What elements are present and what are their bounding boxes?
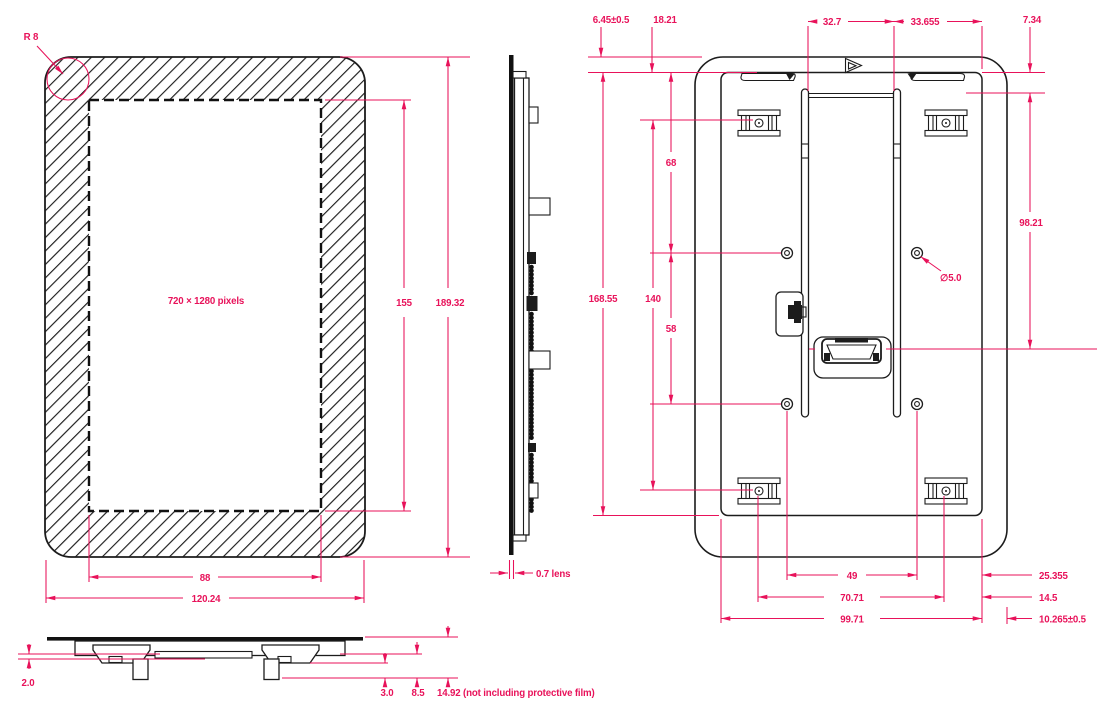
dim-screen-width: 88 xyxy=(88,515,322,584)
dim-label-9971: 99.71 xyxy=(840,615,864,626)
dim-label-155: 155 xyxy=(396,298,412,309)
dim-flange-gap: 2.0 xyxy=(21,644,35,689)
dim-total-depth: 14.92 (not including protective film) xyxy=(437,626,595,699)
back-slot-right xyxy=(907,72,966,82)
dim-label-9821: 98.21 xyxy=(1019,218,1043,229)
orientation-arrow xyxy=(844,57,863,74)
dim-hole-spacing-v: 58 xyxy=(666,253,677,404)
dim-body-depth: 8.5 xyxy=(411,642,425,699)
dim-rail-to-edge: 33.655 xyxy=(894,17,983,69)
back-slot-left xyxy=(740,72,796,82)
dim-panel-height: 168.55 xyxy=(589,72,618,516)
dim-rail-span: 32.7 xyxy=(807,17,895,91)
dim-rail-to-port: 98.21 xyxy=(1019,93,1044,349)
bottom-channel xyxy=(154,650,253,659)
screen-resolution-label: 720 × 1280 pixels xyxy=(168,296,244,307)
camera-box xyxy=(775,291,807,337)
dim-label-25355: 25.355 xyxy=(1039,571,1068,582)
dim-label-33655: 33.655 xyxy=(911,17,940,28)
front-view: 720 × 1280 pixels R 8 155 189.32 88 xyxy=(24,32,470,605)
dim-label-58: 58 xyxy=(666,324,677,335)
screw-hole-bottom-left xyxy=(780,397,794,411)
docking-connector xyxy=(813,336,892,379)
dim-label-lens: 0.7 lens xyxy=(536,569,570,580)
front-screen xyxy=(87,98,323,513)
dim-label-189: 189.32 xyxy=(436,298,465,309)
dim-overall-width: 120.24 xyxy=(45,560,365,605)
dim-hole-to-edge: 25.355 xyxy=(982,571,1069,582)
dim-label-7071: 70.71 xyxy=(840,593,864,604)
dim-label-10265: 10.265±0.5 xyxy=(1039,615,1087,626)
dim-label-88: 88 xyxy=(200,573,211,584)
back-dims: 6.45±0.5 18.21 168.55 140 68 xyxy=(588,15,1097,626)
dim-bracket-span-v: 140 xyxy=(645,120,661,490)
bottom-leg-left xyxy=(132,658,149,681)
side-tab-2 xyxy=(528,197,551,216)
dim-edge-step: 7.34 xyxy=(1023,15,1042,73)
dim-label-1492: 14.92 (not including protective film) xyxy=(437,688,595,699)
rail-right xyxy=(892,88,902,418)
dim-label-dia: ∅5.0 xyxy=(940,273,961,284)
dim-label-645: 6.45±0.5 xyxy=(593,15,630,26)
dim-hole-diameter: ∅5.0 xyxy=(920,256,961,284)
side-tab-1 xyxy=(528,106,539,124)
dim-label-734: 7.34 xyxy=(1023,15,1042,26)
dim-bracket-to-edge: 14.5 xyxy=(982,593,1058,604)
dim-label-49: 49 xyxy=(847,571,858,582)
dim-label-120: 120.24 xyxy=(192,594,221,605)
bottom-view: 2.0 3.0 8.5 14.92 (not including protect… xyxy=(18,626,595,699)
bottom-dims: 2.0 3.0 8.5 14.92 (not including protect… xyxy=(18,626,595,699)
side-glass xyxy=(509,55,514,555)
dim-screen-height: 155 xyxy=(325,99,413,512)
dim-overall-height: 189.32 xyxy=(340,56,470,558)
dim-top-to-hole: 68 xyxy=(666,72,677,253)
dim-label-85: 8.5 xyxy=(411,688,425,699)
dim-corner-radius: R 8 xyxy=(24,32,90,101)
bottom-leg-right xyxy=(263,658,280,681)
side-tab-3 xyxy=(528,350,551,370)
side-tab-4 xyxy=(528,482,539,499)
dim-bracket-span-h: 70.71 xyxy=(758,593,944,604)
dim-label-r8: R 8 xyxy=(24,32,39,43)
side-view: 0.7 lens xyxy=(490,55,570,580)
dim-label-68: 68 xyxy=(666,158,677,169)
screw-hole-bottom-right xyxy=(910,397,924,411)
dim-label-20: 2.0 xyxy=(21,678,34,689)
rail-left xyxy=(800,88,810,418)
bottom-glass xyxy=(47,637,363,641)
dim-glass-offset: 6.45±0.5 xyxy=(593,15,630,57)
dim-label-1821: 18.21 xyxy=(653,15,677,26)
dim-panel-width: 99.71 xyxy=(721,615,982,626)
dim-label-16855: 168.55 xyxy=(589,294,618,305)
side-connector-teeth xyxy=(526,252,538,515)
dim-edge-to-bracket: 18.21 xyxy=(649,15,678,73)
back-view: 6.45±0.5 18.21 168.55 140 68 xyxy=(588,15,1097,626)
dim-label-327: 32.7 xyxy=(823,17,841,28)
dim-lens: 0.7 lens xyxy=(490,560,570,580)
screw-hole-top-left xyxy=(780,246,794,260)
dim-label-140: 140 xyxy=(645,294,661,305)
dim-panel-to-outer: 10.265±0.5 xyxy=(1007,615,1087,626)
back-panel xyxy=(720,71,983,517)
dim-label-145: 14.5 xyxy=(1039,593,1058,604)
dim-hole-spacing-h: 49 xyxy=(787,571,917,582)
dim-hook-depth: 3.0 xyxy=(380,653,394,699)
dim-label-30: 3.0 xyxy=(380,688,393,699)
